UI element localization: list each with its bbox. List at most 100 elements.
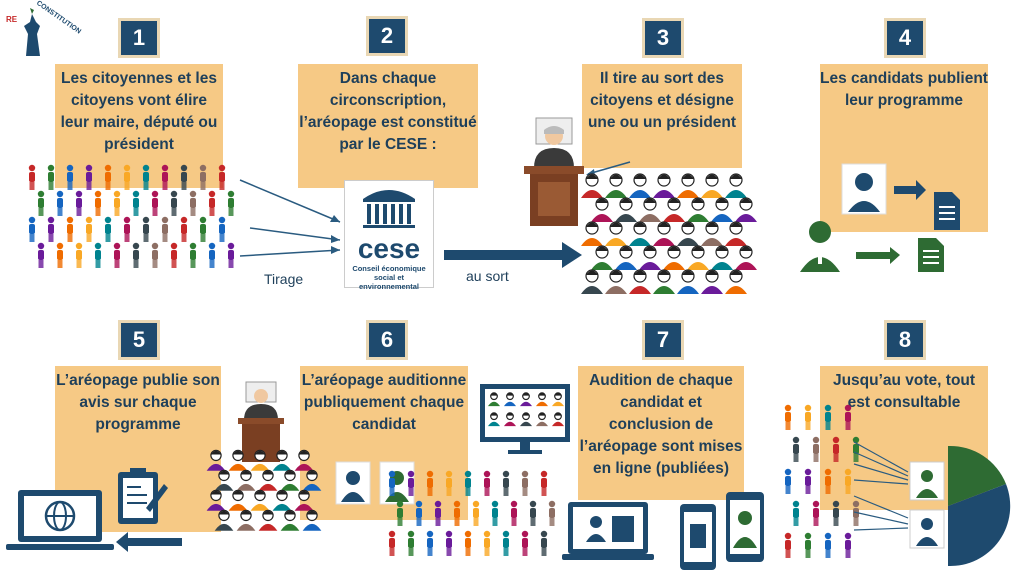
juror-figure-icon: [258, 469, 278, 491]
person-figure-icon: [123, 164, 131, 190]
juror-figure-icon: [605, 221, 627, 246]
candidates-programs-icon: [841, 163, 960, 230]
constitution-logo-icon: RE CONSTITUTION: [6, 0, 82, 61]
juror-figure-icon: [236, 509, 256, 531]
juror-figure-icon: [302, 469, 322, 491]
person-figure-icon: [208, 242, 216, 268]
juror-figure-icon: [206, 449, 226, 471]
citizens-crowd-icon: [28, 164, 235, 268]
juror-figure-icon: [503, 412, 517, 427]
juror-figure-icon: [711, 197, 733, 222]
person-figure-icon: [407, 530, 415, 556]
person-figure-icon: [388, 530, 396, 556]
juror-figure-icon: [272, 489, 292, 511]
person-figure-icon: [123, 216, 131, 242]
laptop-globe-icon: [6, 490, 182, 552]
person-figure-icon: [804, 532, 812, 558]
au-sort-label: au sort: [466, 268, 509, 284]
juror-figure-icon: [653, 269, 675, 294]
cese-building-icon: [363, 190, 415, 228]
person-figure-icon: [47, 164, 55, 190]
jury-group-icon: [581, 173, 757, 294]
juror-figure-icon: [591, 197, 613, 222]
person-figure-icon: [85, 164, 93, 190]
step-1-text: Les citoyennes et les citoyens vont élir…: [55, 64, 223, 188]
person-figure-icon: [161, 164, 169, 190]
person-figure-icon: [426, 470, 434, 496]
person-figure-icon: [151, 242, 159, 268]
voters-crowd-icon: [784, 404, 860, 558]
person-figure-icon: [415, 500, 423, 526]
juror-figure-icon: [280, 509, 300, 531]
person-figure-icon: [180, 216, 188, 242]
person-figure-icon: [824, 404, 832, 430]
juror-figure-icon: [519, 392, 533, 407]
juror-figure-icon: [250, 449, 270, 471]
cese-logo: cese Conseil économique social et enviro…: [344, 180, 434, 291]
juror-figure-icon: [487, 392, 501, 407]
person-figure-icon: [784, 404, 792, 430]
arrow-to-jury-icon: [444, 242, 582, 268]
person-figure-icon: [208, 190, 216, 216]
juror-figure-icon: [250, 489, 270, 511]
juror-figure-icon: [535, 392, 549, 407]
person-figure-icon: [199, 164, 207, 190]
juror-figure-icon: [591, 245, 613, 270]
person-figure-icon: [199, 216, 207, 242]
person-figure-icon: [218, 164, 226, 190]
logo-prefix: RE: [6, 15, 18, 24]
person-figure-icon: [47, 216, 55, 242]
juror-figure-icon: [711, 245, 733, 270]
person-figure-icon: [170, 190, 178, 216]
person-figure-icon: [28, 164, 36, 190]
step-3-text: Il tire au sort des citoyens et désigne …: [582, 64, 742, 168]
person-figure-icon: [170, 242, 178, 268]
person-figure-icon: [113, 242, 121, 268]
juror-figure-icon: [677, 221, 699, 246]
person-figure-icon: [85, 216, 93, 242]
person-figure-icon: [804, 404, 812, 430]
cese-name: cese: [357, 233, 421, 264]
juror-figure-icon: [551, 412, 565, 427]
person-figure-icon: [56, 242, 64, 268]
person-figure-icon: [844, 532, 852, 558]
person-figure-icon: [472, 500, 480, 526]
juror-figure-icon: [725, 173, 747, 198]
person-figure-icon: [445, 470, 453, 496]
person-figure-icon: [453, 500, 461, 526]
juror-figure-icon: [629, 173, 651, 198]
person-figure-icon: [548, 500, 556, 526]
cese-subtitle: Conseil économique social et environneme…: [352, 264, 426, 291]
step-3-number: 3: [642, 18, 684, 58]
juror-figure-icon: [687, 197, 709, 222]
person-figure-icon: [132, 190, 140, 216]
person-figure-icon: [832, 500, 840, 526]
person-figure-icon: [227, 242, 235, 268]
juror-figure-icon: [605, 269, 627, 294]
candidates-faces-icon: [335, 461, 415, 505]
monitor-audience-icon: [480, 384, 570, 454]
person-figure-icon: [189, 242, 197, 268]
person-figure-icon: [94, 190, 102, 216]
step-8-number: 8: [884, 320, 926, 360]
juror-figure-icon: [663, 197, 685, 222]
juror-figure-icon: [551, 392, 565, 407]
person-figure-icon: [792, 436, 800, 462]
juror-figure-icon: [272, 449, 292, 471]
person-figure-icon: [832, 436, 840, 462]
juror-figure-icon: [519, 412, 533, 427]
person-figure-icon: [75, 242, 83, 268]
juror-figure-icon: [487, 412, 501, 427]
jury-group-small-icon: [206, 449, 322, 531]
person-figure-icon: [94, 242, 102, 268]
person-figure-icon: [28, 216, 36, 242]
step-2-number: 2: [366, 16, 408, 56]
juror-figure-icon: [503, 392, 517, 407]
person-figure-icon: [104, 164, 112, 190]
person-figure-icon: [464, 470, 472, 496]
juror-figure-icon: [663, 245, 685, 270]
person-figure-icon: [151, 190, 159, 216]
person-figure-icon: [844, 468, 852, 494]
juror-figure-icon: [677, 173, 699, 198]
juror-figure-icon: [639, 197, 661, 222]
